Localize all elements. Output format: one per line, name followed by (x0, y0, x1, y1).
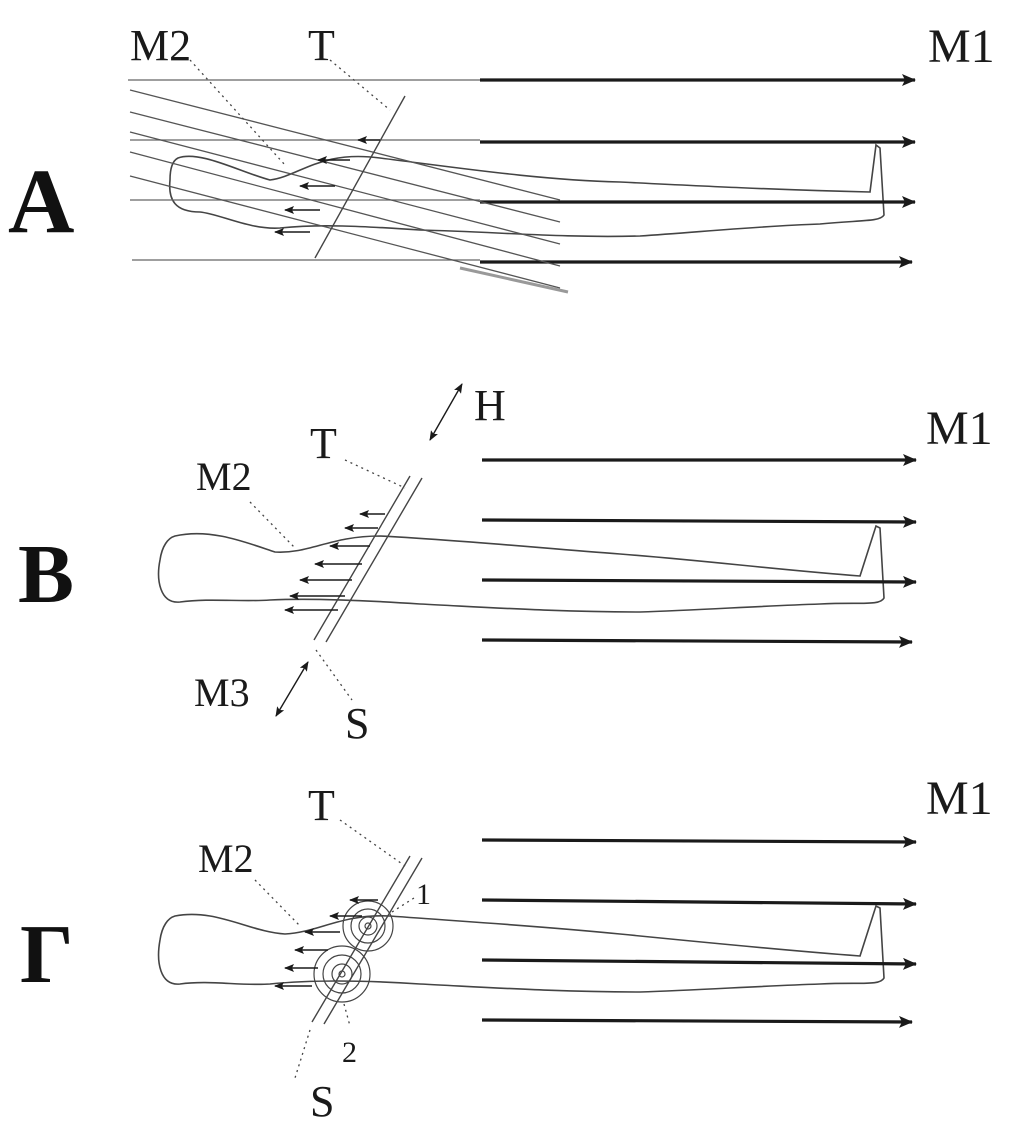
leader-t-b (345, 460, 405, 488)
backward-arrows-b (285, 514, 385, 610)
label-m1-a: M1 (928, 20, 995, 73)
panel-label-a: A (8, 150, 74, 252)
m3-double-arrow (276, 662, 308, 716)
concentric-circles-2 (314, 946, 370, 1002)
fiber-outline-g (159, 906, 884, 992)
panel-g: Γ (20, 772, 993, 1124)
panel-a: A (8, 20, 995, 292)
label-s-b: S (345, 699, 369, 748)
leader-s-b (316, 650, 352, 700)
label-m2-b: M2 (196, 454, 252, 499)
label-s-g: S (310, 1077, 334, 1124)
backward-arrows-g (275, 900, 378, 986)
label-m2-g: M2 (198, 836, 254, 881)
fiber-outline-b (159, 526, 884, 612)
leader-m2-b (250, 502, 295, 548)
h-double-arrow (430, 384, 462, 440)
leader-m2-g (255, 880, 300, 926)
leader-m2-a (190, 60, 285, 165)
label-m3: M3 (194, 670, 250, 715)
leader-t-a (330, 60, 390, 110)
label-1: 1 (416, 878, 431, 911)
label-2: 2 (342, 1036, 357, 1069)
label-h: H (474, 381, 506, 430)
leader-t-g (340, 820, 405, 866)
leader-2 (344, 1004, 350, 1026)
label-m1-b: M1 (926, 402, 993, 455)
leader-s-g (295, 1030, 310, 1078)
label-t-g: T (308, 781, 335, 830)
t-line-a (315, 96, 405, 258)
panel-b: B T H M1 M (18, 381, 993, 748)
label-m1-g: M1 (926, 772, 993, 825)
label-t-b: T (310, 419, 337, 468)
label-m2-a: M2 (130, 21, 191, 70)
panel-label-b: B (18, 528, 74, 621)
m1-arrows-g (482, 840, 916, 1022)
label-t-a: T (308, 21, 335, 70)
leader-1 (392, 898, 414, 912)
m1-arrows-b (482, 460, 916, 642)
t-double-line-b (314, 476, 422, 642)
panel-label-g: Γ (20, 908, 73, 1001)
